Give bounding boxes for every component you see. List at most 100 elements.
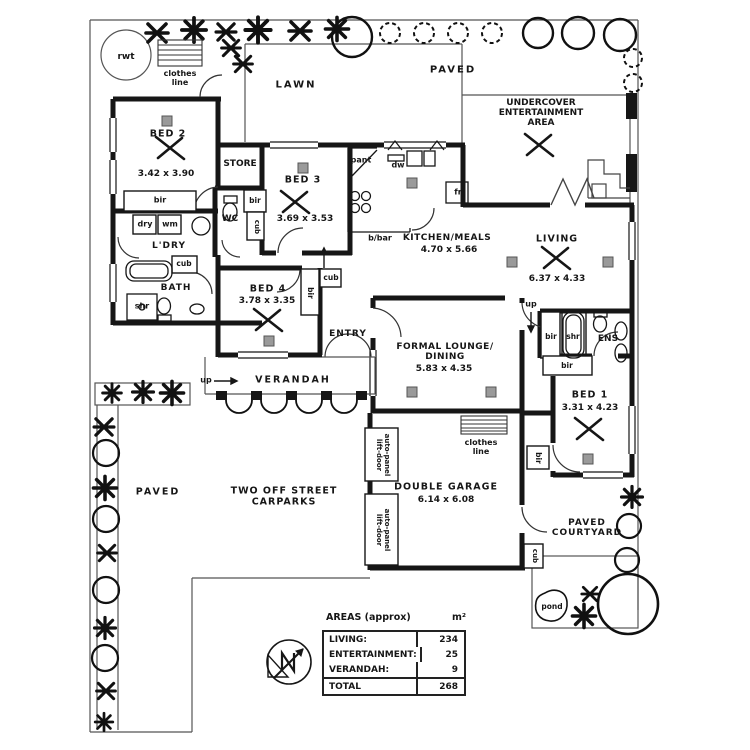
basin-icon	[189, 303, 205, 315]
bath-fixtures	[125, 195, 628, 363]
shrub-icon	[90, 15, 660, 673]
kitchen-label: KITCHEN/MEALS	[402, 232, 492, 243]
up-verandah-label: up	[200, 375, 212, 385]
ens-label: ENS	[597, 333, 619, 344]
paved-top-label: PAVED	[429, 64, 477, 76]
areas-row-label: ENTERTAINMENT:	[329, 649, 417, 660]
lounge-dims: 5.83 x 4.35	[415, 363, 473, 374]
garage-lift-doors	[364, 427, 399, 566]
bath-shr-label: shr	[134, 301, 150, 311]
wc-label: WC	[221, 213, 239, 224]
lawn-label: LAWN	[275, 79, 317, 91]
areas-table-header: AREAS (approx) m²	[326, 612, 466, 623]
step-detail	[587, 159, 630, 199]
dry-label: dry	[137, 219, 153, 229]
areas-table: LIVING: 234 ENTERTAINMENT: 25 VERANDAH: …	[322, 630, 466, 696]
entertainment-wall-chunks	[626, 93, 637, 192]
pond-outline	[534, 589, 568, 622]
lounge-label: FORMAL LOUNGE/ DINING	[396, 341, 494, 362]
paved-left-label: PAVED	[135, 486, 181, 498]
areas-row-entertainment: ENTERTAINMENT: 25	[324, 647, 464, 662]
bath-label: BATH	[160, 282, 192, 293]
bed2-bir-label: bir	[153, 195, 167, 205]
garage-label: DOUBLE GARAGE	[394, 481, 498, 493]
bath-cub-label: cub	[176, 258, 192, 268]
bed1-label: BED 1	[571, 389, 609, 401]
areas-row-total: TOTAL 268	[324, 677, 464, 694]
bed2-dims: 3.42 x 3.90	[137, 168, 195, 179]
bed1-bir-label: bir	[534, 452, 544, 464]
closet-boxes	[123, 189, 593, 569]
rwt-label: rwt	[117, 51, 135, 62]
bed4-label: BED 4	[249, 283, 287, 295]
bench-outline	[347, 178, 411, 233]
ens-bir-label: bir	[545, 331, 557, 341]
garden-trees	[90, 15, 660, 733]
cooktop-icon	[349, 190, 372, 214]
direction-arrows	[214, 246, 536, 386]
toilet-icon	[222, 195, 238, 222]
toilet-icon	[592, 310, 608, 333]
wm-label: wm	[162, 219, 178, 229]
verandah-label: VERANDAH	[255, 374, 331, 386]
bathtub-icon	[125, 260, 173, 282]
basin-icon	[614, 343, 628, 363]
house-walls	[110, 96, 635, 571]
entry-label: ENTRY	[329, 328, 367, 339]
basin-icon	[614, 321, 628, 341]
bed3-dims: 3.69 x 3.53	[276, 213, 334, 224]
bed4-bir-label: bir	[306, 287, 316, 299]
kitchen-dims: 4.70 x 5.66	[420, 244, 478, 255]
wc-cub-label: cub	[252, 219, 261, 235]
ldry-label: L'DRY	[152, 240, 186, 251]
areas-row-label: VERANDAH:	[329, 664, 390, 675]
ens-shower-icon	[562, 311, 585, 359]
carparks-label: TWO OFF STREET CARPARKS	[230, 485, 338, 507]
bed2-label: BED 2	[149, 128, 187, 140]
laundry-trough-icon	[191, 216, 211, 236]
north-arrow-icon	[266, 639, 312, 685]
areas-row-value: 9	[416, 662, 464, 677]
areas-row-living: LIVING: 234	[324, 632, 464, 647]
living-dims: 6.37 x 4.33	[528, 273, 586, 284]
bed1-dims: 3.31 x 4.23	[561, 402, 619, 413]
areas-row-value: 25	[419, 647, 464, 662]
downlight-squares	[161, 115, 614, 465]
courtyard-label: PAVED COURTYARD	[551, 517, 623, 538]
clothes-line-mid-hatch	[460, 415, 508, 435]
areas-total-value: 268	[416, 679, 464, 694]
ceiling-fan-icons	[154, 132, 605, 442]
areas-row-label: LIVING:	[329, 634, 367, 645]
living-label: LIVING	[535, 233, 579, 245]
pant-label: pant	[350, 155, 372, 165]
garage-door2-label: auto-panel lift-door	[375, 508, 391, 552]
fr-label: fr	[454, 187, 462, 197]
hall-bir-label: bir	[561, 360, 573, 370]
dw-label: dw	[391, 160, 405, 170]
windows	[108, 118, 637, 480]
clothes-line-top-hatch	[157, 39, 203, 67]
clothes-line-top-label: clothes line	[163, 69, 197, 87]
kitchen-fittings	[347, 147, 469, 233]
wc-bir-label: bir	[249, 195, 261, 205]
bed4-cub-label: cub	[323, 272, 339, 282]
sink-icon	[406, 150, 436, 167]
areas-unit: m²	[451, 612, 466, 623]
verandah-structure	[204, 356, 376, 414]
areas-total-label: TOTAL	[329, 681, 361, 692]
store-label: STORE	[223, 158, 257, 169]
ens-shr-label: shr	[566, 331, 580, 341]
bed4-dims: 3.78 x 3.35	[238, 295, 296, 306]
dishwasher-icon	[387, 154, 405, 162]
pantry-outline	[347, 147, 378, 178]
clothes-line-mid-label: clothes line	[464, 438, 498, 456]
fridge-icon	[445, 181, 469, 204]
garage-dims: 6.14 x 6.08	[417, 494, 475, 505]
areas-row-verandah: VERANDAH: 9	[324, 662, 464, 677]
verandah-bush-icon	[225, 399, 358, 414]
folding-door-marks	[550, 177, 595, 207]
entertainment-label: UNDERCOVER ENTERTAINMENT AREA	[498, 97, 584, 129]
areas-title: AREAS (approx)	[326, 612, 411, 623]
